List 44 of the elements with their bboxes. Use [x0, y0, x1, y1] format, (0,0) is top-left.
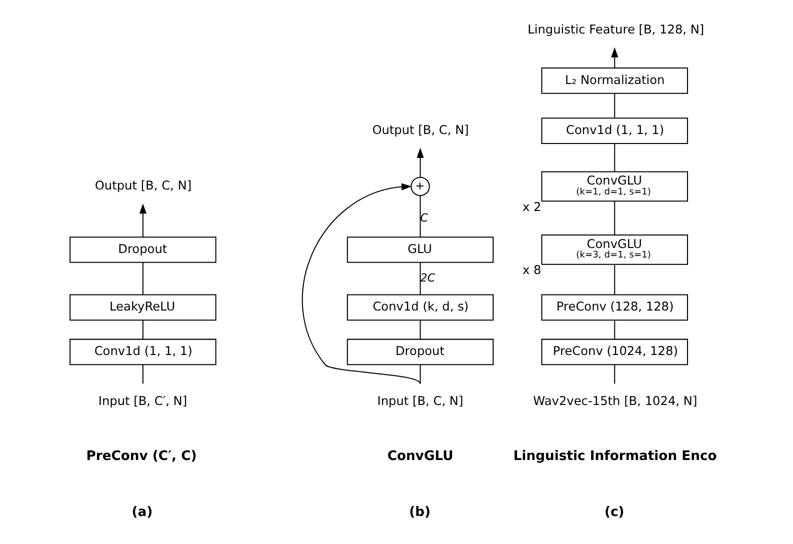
node-box: ConvGLU (k=1, d=1, s=1): [540, 171, 688, 202]
node-text: Linguistic Feature [B, 128, N]: [527, 22, 704, 37]
connector: [419, 364, 420, 384]
connector: [142, 364, 143, 384]
connector: [142, 262, 143, 295]
connector: [614, 264, 615, 295]
label: (c): [604, 504, 624, 520]
connector: [614, 201, 615, 235]
arrow: [302, 183, 420, 384]
label: ConvGLU: [386, 449, 453, 464]
connector: [614, 364, 615, 384]
arrow: [416, 148, 424, 178]
node-box: L₂ Normalization: [540, 68, 688, 94]
connector: [614, 94, 615, 118]
node-box: Conv1d (1, 1, 1): [540, 118, 688, 144]
node-box: PreConv (128, 128): [540, 294, 688, 321]
node-label: x 2: [522, 200, 541, 214]
node-box: Conv1d (k, d, s): [346, 294, 494, 321]
node-box: ConvGLU (k=3, d=1, s=1): [540, 234, 688, 265]
arrow: [138, 204, 146, 237]
arrow: [610, 47, 618, 68]
node-box: Conv1d (1, 1, 1): [69, 338, 216, 366]
node-box: LeakyReLU: [69, 294, 216, 321]
node-box: Dropout: [69, 236, 216, 263]
node-text: Input [B, C, N]: [376, 394, 463, 408]
label: Linguistic Information Enco: [512, 449, 716, 464]
connector: [419, 196, 420, 237]
label: PreConv (C′, C): [86, 449, 196, 464]
node-text: Output [B, C, N]: [372, 122, 468, 137]
node-label: x 8: [522, 263, 541, 278]
connector: [419, 320, 420, 339]
node-text: Wav2vec-15th [B, 1024, N]: [532, 394, 697, 408]
connector: [614, 320, 615, 339]
node-text: Output [B, C, N]: [94, 178, 192, 193]
node-circle: +: [410, 176, 430, 196]
node-box: Dropout: [346, 338, 494, 366]
connector: [419, 262, 420, 295]
node-text: Input [B, C′, N]: [98, 394, 187, 408]
label: (b): [408, 504, 430, 520]
connector: [142, 320, 143, 339]
node-box: PreConv (1024, 128): [540, 338, 688, 366]
node-box: GLU: [346, 236, 494, 263]
label: (a): [131, 504, 152, 520]
connector: [614, 144, 615, 172]
